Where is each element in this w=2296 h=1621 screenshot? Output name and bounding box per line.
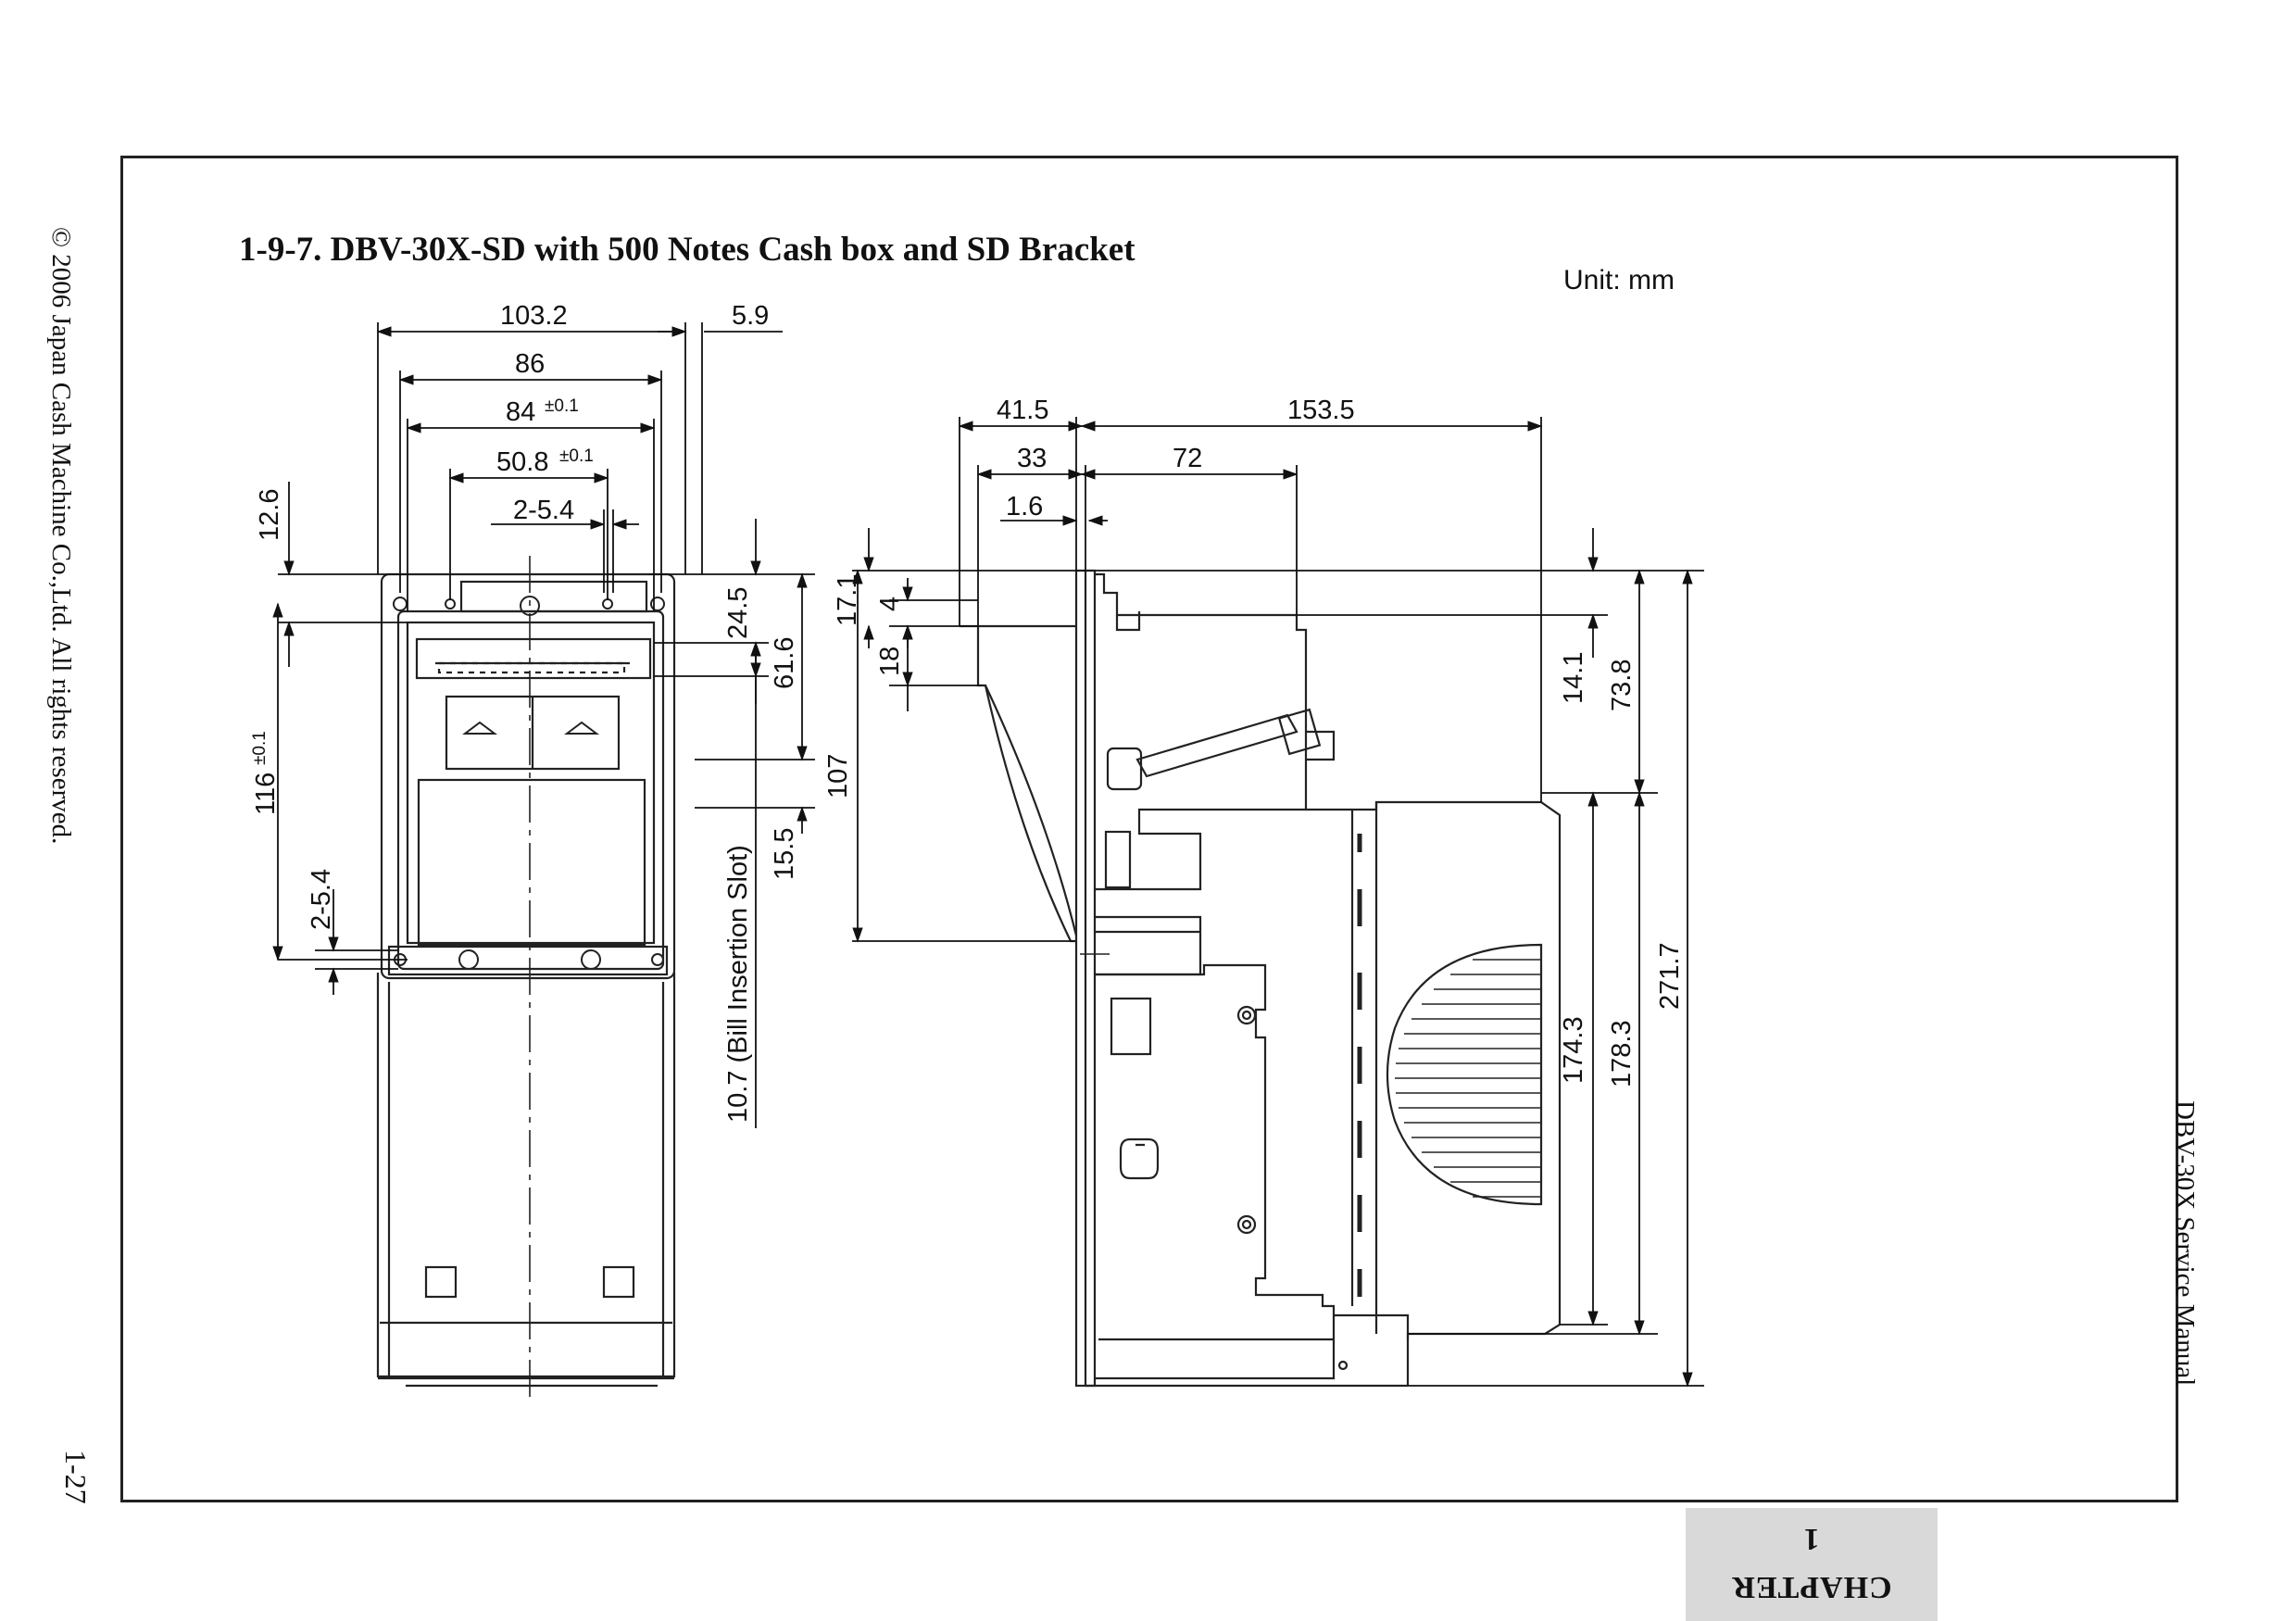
front-bottom-flange (387, 945, 669, 976)
dim-width-overall: 103.2 (500, 301, 568, 331)
dim-hole-size-top: 2-5.4 (513, 496, 574, 525)
dim-hole-pitch: 50.8 (496, 447, 548, 477)
dim-height-14-1: 14.1 (1559, 652, 1588, 704)
bill-insertion-slot (415, 637, 652, 680)
dim-width-86: 86 (515, 349, 545, 379)
dim-front-depth: 41.5 (997, 396, 1048, 425)
front-bracket-outline (380, 572, 676, 980)
dim-height-73-8: 73.8 (1607, 660, 1637, 711)
side-handle-icon (1119, 1137, 1160, 1180)
dim-height-107: 107 (823, 754, 853, 798)
dim-hole-size-bottom: 2-5.4 (307, 869, 336, 930)
drawing-frame (120, 156, 2178, 1502)
side-window (1110, 997, 1152, 1056)
dim-hole-vertical-tol: ±0.1 (250, 731, 270, 765)
dim-height-18: 18 (875, 647, 905, 676)
dim-hole-vertical: 116 (251, 773, 281, 815)
side-pressure-plate (1386, 943, 1543, 1206)
side-lower-body (1095, 963, 1336, 1380)
side-lever-knob (1106, 747, 1143, 791)
dim-height-174-3: 174.3 (1559, 1016, 1588, 1084)
side-lever (1135, 713, 1299, 778)
dim-top-margin: 12.6 (255, 489, 284, 541)
unit-label: Unit: mm (1563, 265, 1675, 295)
dim-bill-slot: 10.7 (Bill Insertion Slot) (723, 845, 753, 1123)
side-front-hood (960, 624, 1076, 943)
front-head-body (396, 609, 665, 971)
dim-height-271-7: 271.7 (1655, 942, 1685, 1010)
arrow-left-icon (462, 721, 497, 735)
dim-depth-33: 33 (1017, 444, 1047, 473)
dim-width-84-tol: ±0.1 (545, 396, 579, 416)
cashbox-front-outline (376, 973, 676, 1378)
front-top-flange (459, 580, 648, 613)
dim-slot-15-5: 15.5 (770, 828, 799, 880)
dim-hole-pitch-tol: ±0.1 (559, 446, 594, 466)
slot-teeth (437, 661, 626, 674)
screw-bottom-left-icon (458, 949, 479, 970)
dim-height-178-3: 178.3 (1607, 1020, 1637, 1087)
front-view (376, 556, 676, 1401)
dim-width-84: 84 (506, 397, 535, 427)
chapter-tab[interactable]: CHAPTER 1 (1686, 1508, 1938, 1621)
dim-depth-72: 72 (1173, 444, 1202, 473)
pressure-plate-hatch (1395, 959, 1541, 1198)
dim-height-17-1: 17.1 (833, 574, 862, 626)
cashbox-window-left (424, 1265, 458, 1299)
dim-slot-61-6: 61.6 (770, 637, 799, 689)
page-title: 1-9-7. DBV-30X-SD with 500 Notes Cash bo… (239, 231, 1135, 269)
side-head-body (1095, 572, 1308, 891)
screw-bottom-right-icon (581, 949, 601, 970)
screw-top-center-icon (520, 596, 540, 616)
front-bezel (406, 621, 656, 945)
dim-rear-depth: 153.5 (1287, 396, 1355, 425)
cashbox-window-right (602, 1265, 635, 1299)
dim-slot-24-5: 24.5 (723, 587, 753, 639)
dim-height-4: 4 (875, 597, 905, 611)
dim-depth-1-6: 1.6 (1006, 492, 1043, 521)
front-lower-panel (417, 778, 646, 947)
side-view (960, 569, 1562, 1388)
dim-bracket-offset: 5.9 (732, 301, 769, 331)
arrow-right-icon (564, 721, 599, 735)
side-cashbox (1306, 800, 1562, 1339)
